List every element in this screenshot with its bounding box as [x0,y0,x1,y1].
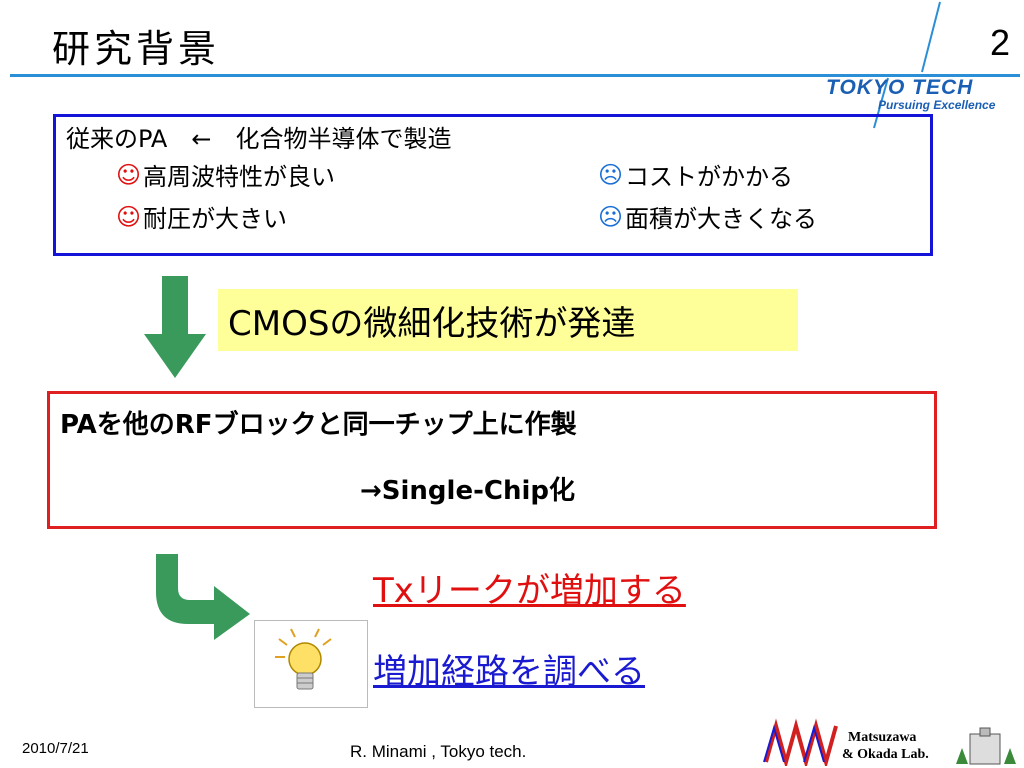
conventional-pa-box: 従来のPA ← 化合物半導体で製造 ☺ 高周波特性が良い ☺ 耐圧が大きい ☹ … [53,114,933,256]
smile-icon: ☺ [116,160,142,189]
pro-text: 高周波特性が良い [143,163,336,191]
title-underline [10,74,1020,77]
tokyo-tech-logo: TOKYO TECH [826,76,974,99]
cmos-highlight-text: CMOSの微細化技術が発達 [218,289,798,351]
lab-logo-icon [763,718,838,766]
lightbulb-icon [275,628,332,690]
footer-date: 2010/7/21 [22,740,89,757]
lab-name-line2: & Okada Lab. [842,747,929,762]
conventional-pa-text: 従来のPA ← 化合物半導体で製造 [66,125,452,153]
frown-icon: ☹ [598,160,624,189]
single-chip-line2: →Single-Chip化 [360,476,575,506]
logo-slash-lines [873,1,941,129]
con-text: コストがかかる [625,163,794,191]
building-icon [956,727,1016,765]
curved-arrow-icon [156,554,250,640]
con-text: 面積が大きくなる [625,205,818,233]
smile-icon: ☺ [116,202,142,231]
lab-name-line1: Matsuzawa [848,730,917,745]
lightbulb-box [254,620,368,708]
pro-item: ☺ 耐圧が大きい [116,199,287,234]
tokyo-tech-tagline: Pursuing Excellence [878,98,996,112]
single-chip-line1: PAを他のRFブロックと同一チップ上に作製 [60,410,577,440]
slide-title: 研究背景 [52,27,221,71]
page-number: 2 [989,22,1010,63]
footer-author: R. Minami , Tokyo tech. [350,742,527,761]
pro-item: ☺ 高周波特性が良い [116,157,335,192]
single-chip-box: PAを他のRFブロックと同一チップ上に作製 →Single-Chip化 [47,391,937,529]
con-item: ☹ コストがかかる [598,157,793,192]
tx-leak-text: Txリークが増加する [373,571,686,611]
frown-icon: ☹ [598,202,624,231]
down-arrow-icon [144,276,206,378]
investigate-path-text: 増加経路を調べる [373,652,645,692]
pro-text: 耐圧が大きい [143,205,288,233]
con-item: ☹ 面積が大きくなる [598,199,817,234]
